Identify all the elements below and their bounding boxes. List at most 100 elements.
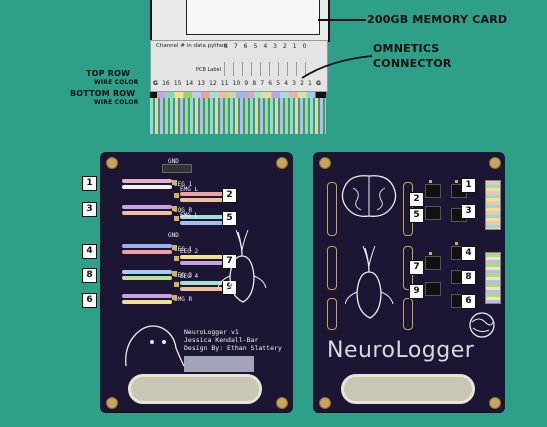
top-row-label: TOP ROW [86, 69, 130, 78]
gold-rail [403, 298, 413, 330]
channel-tag: 4 [82, 244, 97, 259]
screw [319, 157, 331, 169]
amplifier-chip [425, 256, 441, 270]
screw [106, 397, 118, 409]
pin-number: 9 [244, 80, 248, 87]
wire-bar [122, 211, 172, 215]
pin-number: 12 [209, 80, 217, 87]
wire-bar [122, 244, 172, 248]
connector-leader [300, 50, 375, 80]
amplifier-chip [425, 184, 441, 198]
pin-right: G [316, 80, 321, 87]
gold-rail [327, 246, 337, 290]
wire-bar [122, 205, 172, 209]
channel-number: 1 [293, 43, 297, 50]
amplifier-chip [425, 206, 441, 220]
pin-number: 13 [197, 80, 205, 87]
channel-number: 0 [303, 43, 307, 50]
channel-tag: 8 [82, 268, 97, 283]
channel-number: 2 [283, 43, 287, 50]
solder-pad [172, 295, 177, 300]
header-connector [162, 164, 192, 173]
globe-icon [467, 310, 497, 340]
credit-line-1: NeuroLogger v1 [184, 328, 239, 336]
brain-icon [339, 172, 399, 220]
solder-pad [172, 271, 177, 276]
channel-tag: 2 [409, 192, 424, 207]
channel-tag: 5 [222, 211, 237, 226]
memory-card-label: 200GB MEMORY CARD [367, 13, 507, 26]
channel-tag: 3 [82, 202, 97, 217]
channel-number: 8 [224, 43, 228, 50]
credit-line-3: Design By: Ethan Slattery [184, 344, 282, 352]
wire-bar [122, 185, 172, 189]
channel-number: 5 [253, 43, 257, 50]
solder-pad [174, 193, 179, 198]
pin-number: 1 [308, 80, 312, 87]
solder-pad [172, 180, 177, 185]
battery-slot [341, 374, 475, 404]
pin-number: 5 [276, 80, 280, 87]
wire-bar [180, 198, 224, 202]
channel-tag: 1 [461, 178, 476, 193]
channel-number: 6 [244, 43, 248, 50]
wire-bar [180, 221, 224, 225]
wire-bar [122, 300, 172, 304]
channel-tag: 1 [82, 176, 97, 191]
screw [276, 397, 288, 409]
pin-number: 10 [233, 80, 241, 87]
seal-icon [345, 242, 395, 322]
battery-slot [128, 374, 262, 404]
silk-label: EMG L [180, 186, 198, 193]
credit-line-2: Jessica Kendall-Bar [184, 336, 258, 344]
wire-bar [122, 250, 172, 254]
pin-row: G 16 15 14 13 12 11 10 9 8 7 6 5 4 3 2 1… [153, 80, 321, 87]
channel-label: Channel # in data python [156, 43, 227, 49]
pin-number: 4 [284, 80, 288, 87]
memory-card [186, 0, 320, 35]
pin-number: 7 [260, 80, 264, 87]
solder-pad [172, 245, 177, 250]
right-board: 2 5 7 9 1 3 4 8 6 NeuroLogger [313, 152, 505, 412]
silk-label: EMG L [180, 212, 198, 219]
wire-bar [122, 270, 172, 274]
screw [106, 157, 118, 169]
screw [489, 157, 501, 169]
memory-card-leader [318, 19, 366, 21]
header-top [485, 180, 501, 230]
channel-tag: 7 [409, 260, 424, 275]
channel-tag: 5 [409, 208, 424, 223]
elephant-seal-outline [122, 318, 186, 370]
pin-number: 6 [268, 80, 272, 87]
wire-strip-bottom [150, 98, 326, 134]
channel-tag: 3 [461, 204, 476, 219]
gold-pin [455, 242, 458, 245]
pin-number: 16 [162, 80, 170, 87]
channel-tag: 8 [461, 270, 476, 285]
amplifier-chip [425, 282, 441, 296]
left-board: GND GND EEG 1 EOG R EMG L EMG L LEG 1 EE… [100, 152, 293, 412]
wire-bar [122, 179, 172, 183]
screw [489, 397, 501, 409]
blank-label-box [184, 356, 254, 372]
screw [319, 397, 331, 409]
gold-pin [455, 180, 458, 183]
header-bottom [485, 252, 501, 304]
channel-number: 3 [273, 43, 277, 50]
pin-number: 8 [252, 80, 256, 87]
connector-label-2: CONNECTOR [373, 57, 452, 70]
seal-illustration [218, 226, 268, 306]
bottom-row-sub: WIRE COLOR [94, 99, 139, 106]
channel-tag: 6 [461, 294, 476, 309]
pin-number: 15 [174, 80, 182, 87]
gold-rail [327, 182, 337, 236]
gnd-mid-label: GND [168, 232, 179, 239]
pin-left: G [153, 80, 158, 87]
pin-number: 11 [221, 80, 229, 87]
silk-label: EEG 4 [180, 273, 198, 280]
channel-tag: 4 [461, 246, 476, 261]
pcb-label-glyphs [224, 62, 308, 76]
pcb-label: PCB Label [196, 67, 221, 73]
gnd-top-label: GND [168, 158, 179, 165]
pin-number: 2 [300, 80, 304, 87]
